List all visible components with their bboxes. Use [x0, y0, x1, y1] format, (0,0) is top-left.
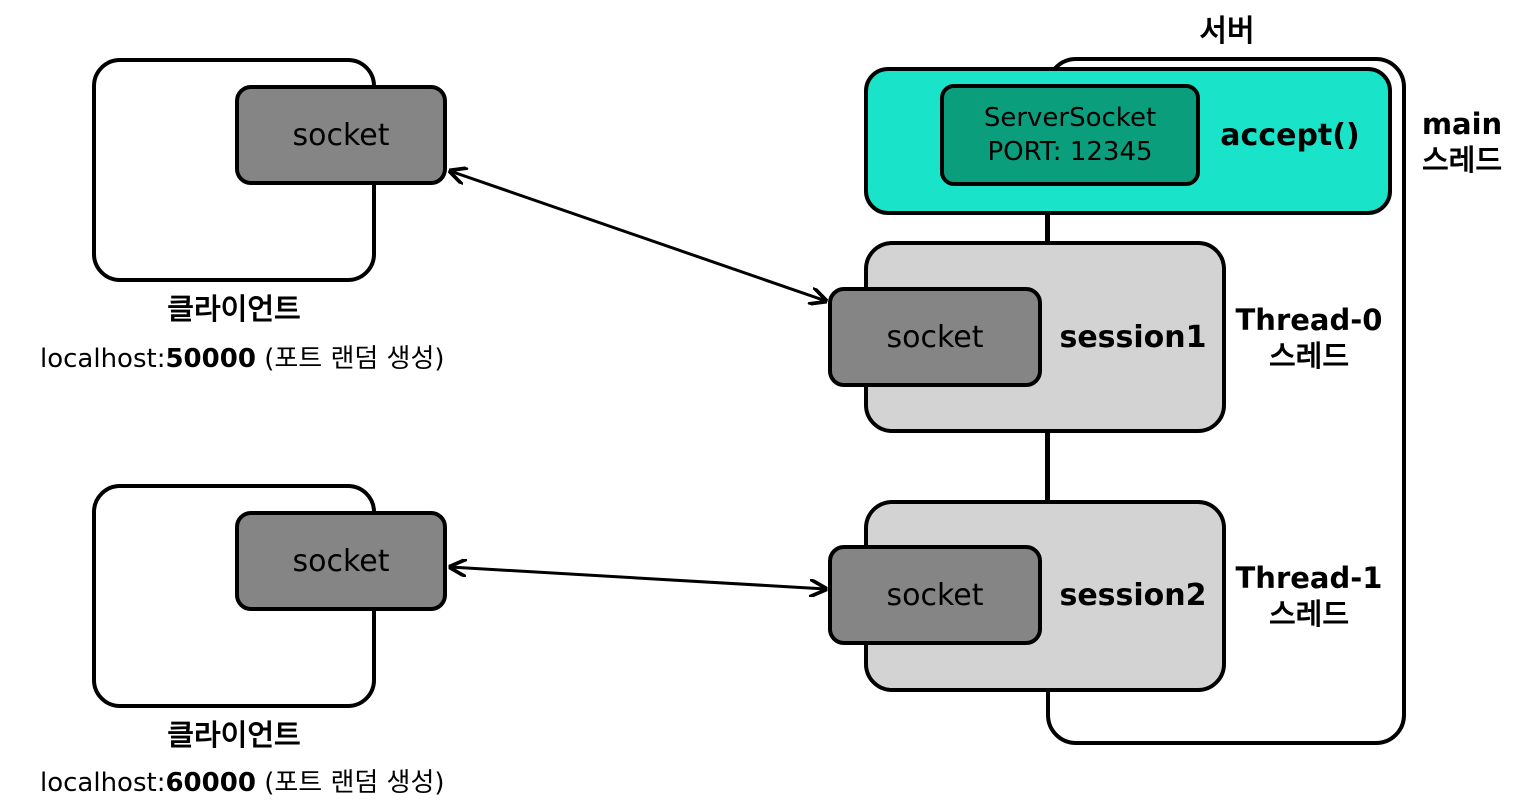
session1-label: session1	[1059, 320, 1207, 355]
client-2-note: (포트 랜덤 생성)	[255, 768, 445, 798]
server-port-label: PORT: 12345	[987, 137, 1153, 167]
client-1-socket: socket	[235, 85, 447, 185]
thread-1-label: Thread-1 스레드	[1228, 560, 1390, 632]
client-1-port: 50000	[165, 344, 256, 374]
connection-arrow-2	[450, 567, 826, 589]
connection-arrow-1	[450, 171, 826, 301]
server-title: 서버	[1199, 14, 1255, 49]
main-thread-label: main 스레드	[1412, 106, 1512, 178]
thread-1-socket: socket	[828, 545, 1042, 645]
client-1-note: (포트 랜덤 생성)	[255, 344, 445, 374]
thread-0-socket: socket	[828, 287, 1042, 387]
client-2-host: localhost:	[40, 768, 166, 798]
thread-0-label: Thread-0 스레드	[1228, 302, 1390, 374]
main-thread-label-line2: 스레드	[1421, 143, 1503, 177]
connector-main-thread0	[1045, 212, 1049, 244]
client-2-socket: socket	[235, 511, 447, 611]
server-socket-box: ServerSocket PORT: 12345	[940, 84, 1200, 186]
session2-label: session2	[1059, 578, 1207, 613]
client-1-label: 클라이언트	[167, 292, 301, 326]
client-1-host: localhost:	[40, 344, 166, 374]
client-2-address: localhost:60000 (포트 랜덤 생성)	[40, 762, 445, 799]
client-2-label: 클라이언트	[167, 718, 301, 752]
server-socket-label: ServerSocket	[983, 103, 1157, 133]
client-1-address: localhost:50000 (포트 랜덤 생성)	[40, 338, 445, 375]
main-thread-label-line1: main	[1421, 107, 1503, 141]
thread-0-label-line1: Thread-0	[1235, 303, 1383, 337]
thread-1-label-line1: Thread-1	[1235, 561, 1383, 595]
connector-thread0-thread1	[1045, 430, 1049, 504]
thread-1-label-line2: 스레드	[1268, 597, 1350, 631]
thread-0-label-line2: 스레드	[1268, 339, 1350, 373]
accept-label: accept()	[1220, 118, 1360, 153]
client-2-port: 60000	[165, 768, 256, 798]
